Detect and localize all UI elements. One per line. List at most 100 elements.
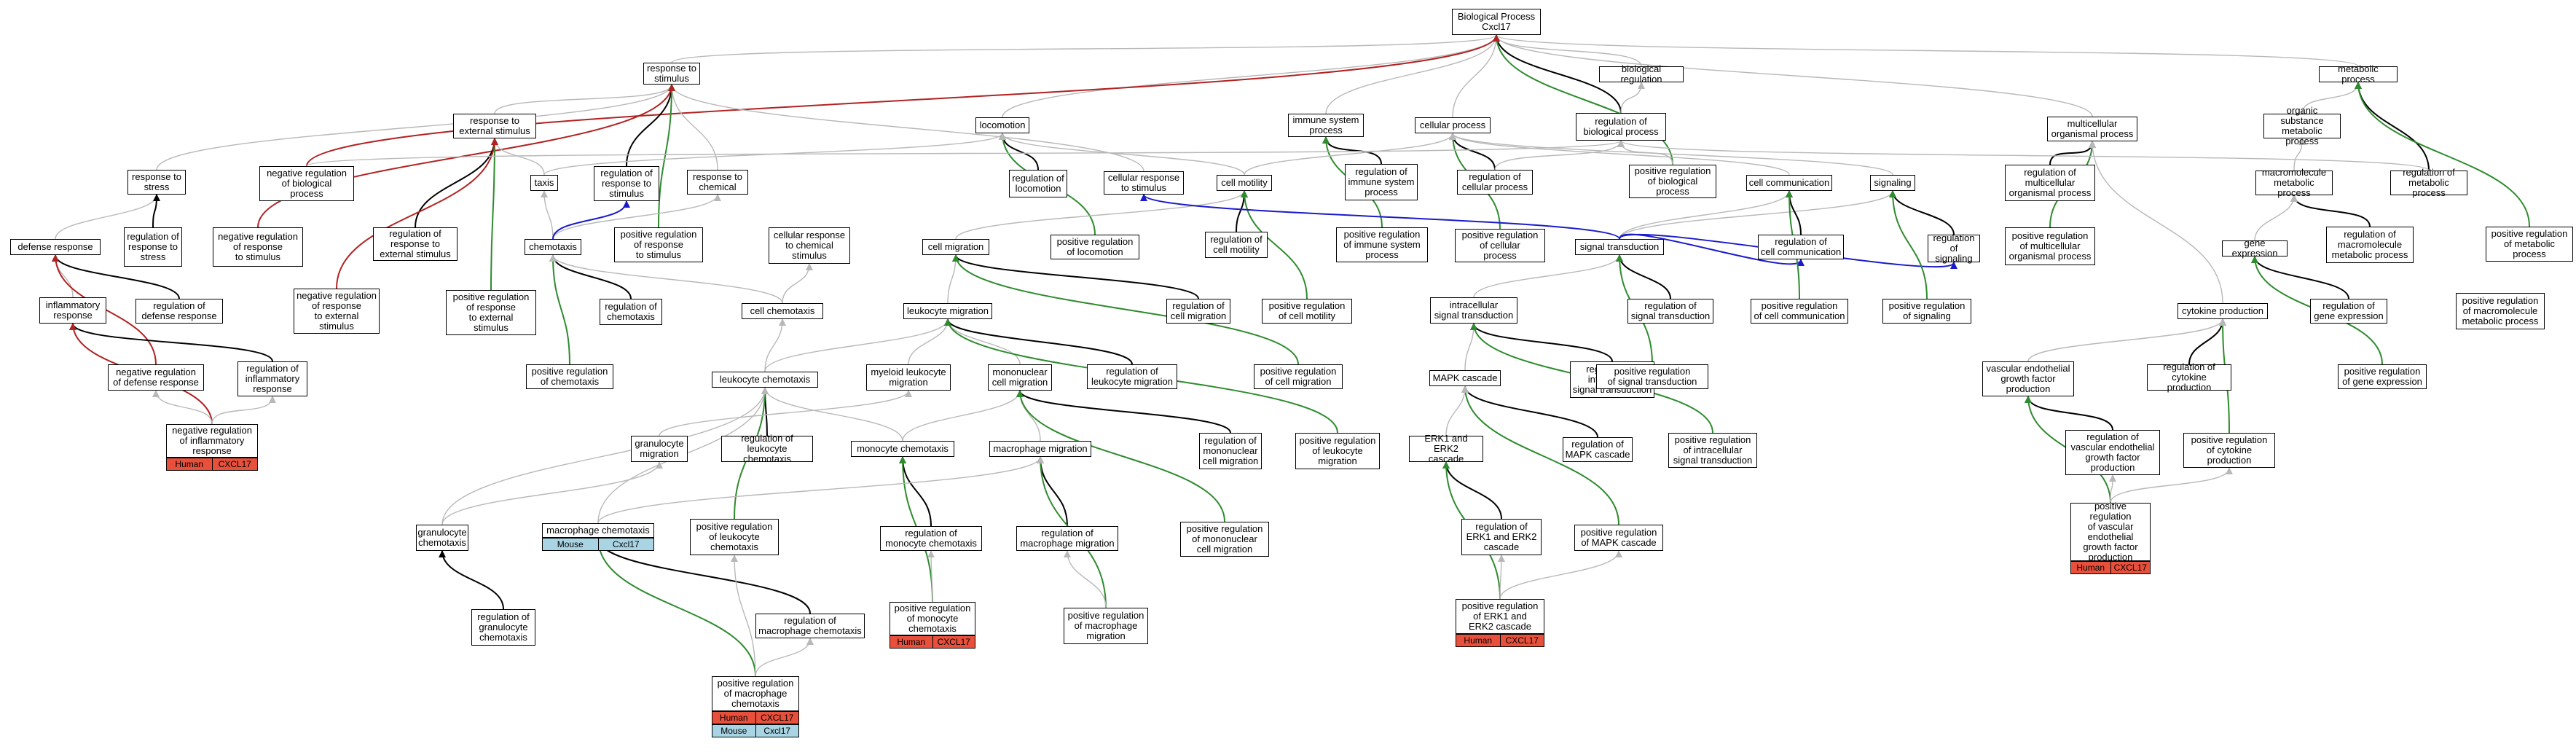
go-term-pos-reg-cell-migration[interactable]: positive regulation of cell migration [1254,364,1343,389]
go-term-reg-inflammatory-response[interactable]: regulation of inflammatory response [237,361,307,396]
go-term-reg-vegf-production[interactable]: regulation of vascular endothelial growt… [2065,430,2160,475]
go-term-reg-leukocyte-migration[interactable]: regulation of leukocyte migration [1087,364,1177,389]
go-term-neg-reg-resp-to-stimulus[interactable]: negative regulation of response to stimu… [213,227,303,267]
go-term-reg-bio-process[interactable]: regulation of biological process [1576,113,1666,141]
go-term-leukocyte-chemotaxis[interactable]: leukocyte chemotaxis [712,372,818,388]
go-term-bp[interactable]: Biological Process Cxcl17 [1452,9,1541,35]
go-term-cytokine-production[interactable]: cytokine production [2178,303,2268,319]
go-term-reg-macrophage-chemotaxis[interactable]: regulation of macrophage chemotaxis [755,614,865,638]
go-term-reg-cell-communication[interactable]: regulation of cell communication [1758,235,1844,259]
go-term-reg-gene-expression[interactable]: regulation of gene expression [2310,299,2387,324]
go-term-defense-response[interactable]: defense response [10,239,101,255]
go-term-reg-resp-to-stress[interactable]: regulation of response to stress [124,227,182,267]
go-term-pos-reg-macrophage-chemotaxis[interactable]: positive regulation of macrophage chemot… [712,676,799,711]
go-term-response-to-chemical[interactable]: response to chemical [687,170,748,195]
go-term-pos-reg-signaling[interactable]: positive regulation of signaling [1882,299,1971,324]
go-term-pos-reg-mononuclear-cell-migration[interactable]: positive regulation of mononuclear cell … [1180,522,1269,557]
go-term-locomotion[interactable]: locomotion [975,117,1029,133]
go-term-pos-reg-cytokine-production[interactable]: positive regulation of cytokine producti… [2183,433,2275,468]
go-term-pos-reg-leukocyte-migration[interactable]: positive regulation of leukocyte migrati… [1295,433,1380,469]
go-term-signaling[interactable]: signaling [1870,175,1915,191]
go-term-pos-reg-vegf-production[interactable]: positive regulation of vascular endothel… [2070,501,2151,563]
go-term-reg-resp-ext-stim[interactable]: regulation of response to external stimu… [373,227,458,261]
go-term-cellular-resp-chemical[interactable]: cellular response to chemical stimulus [769,227,850,264]
go-term-reg-metabolic-process[interactable]: regulation of metabolic process [2390,168,2467,198]
go-term-leukocyte-migration[interactable]: leukocyte migration [903,303,992,319]
go-term-reg-monocyte-chemotaxis[interactable]: regulation of monocyte chemotaxis [880,526,982,551]
go-term-neg-reg-resp-ext-stim[interactable]: negative regulation of response to exter… [294,289,380,334]
go-term-organic-substance-metabolic[interactable]: organic substance metabolic process [2263,106,2341,146]
go-term-response-to-stimulus[interactable]: response to stimulus [643,63,700,85]
go-term-neg-reg-bio-process[interactable]: negative regulation of biological proces… [259,166,354,201]
go-term-pos-reg-gene-expression[interactable]: positive regulation of gene expression [2338,364,2427,389]
go-term-pos-reg-multicellular-org-process[interactable]: positive regulation of multicellular org… [2005,227,2095,265]
go-term-reg-mononuclear-cell-migration[interactable]: regulation of mononuclear cell migration [1199,433,1262,469]
go-term-reg-cell-migration[interactable]: regulation of cell migration [1166,299,1230,324]
go-term-pos-reg-metabolic-process[interactable]: positive regulation of metabolic process [2486,227,2573,262]
go-term-vegf-production[interactable]: vascular endothelial growth factor produ… [1982,361,2074,396]
go-term-reg-locomotion[interactable]: regulation of locomotion [1009,170,1067,197]
go-term-reg-macrophage-migration[interactable]: regulation of macrophage migration [1016,526,1118,551]
go-term-reg-signaling[interactable]: regulation of signaling [1928,233,1980,264]
go-term-reg-leukocyte-chemotaxis[interactable]: regulation of leukocyte chemotaxis [721,434,813,464]
go-term-cellular-resp-to-stimulus[interactable]: cellular response to stimulus [1104,171,1184,195]
go-term-reg-cell-motility[interactable]: regulation of cell motility [1205,232,1268,258]
go-term-inflammatory-response[interactable]: inflammatory response [39,297,106,324]
go-term-chemotaxis[interactable]: chemotaxis [525,239,581,255]
go-term-cell-motility[interactable]: cell motility [1217,175,1272,191]
go-term-pos-reg-locomotion[interactable]: positive regulation of locomotion [1051,235,1139,259]
go-term-reg-signal-transduction[interactable]: regulation of signal transduction [1627,299,1713,324]
go-term-reg-macromolecule-metabolic[interactable]: regulation of macromolecule metabolic pr… [2326,227,2414,263]
go-term-reg-resp-to-stimulus[interactable]: regulation of response to stimulus [594,166,659,201]
go-term-metabolic-process[interactable]: metabolic process [2319,64,2398,85]
go-term-mapk-cascade[interactable]: MAPK cascade [1429,370,1501,386]
go-term-gene-expression[interactable]: gene expression [2222,238,2288,259]
go-term-reg-granulocyte-chemotaxis[interactable]: regulation of granulocyte chemotaxis [471,609,535,646]
go-term-monocyte-chemotaxis[interactable]: monocyte chemotaxis [851,441,954,457]
go-term-multicellular-org-process[interactable]: multicellular organismal process [2047,117,2137,141]
go-term-pos-reg-cellular-process[interactable]: positive regulation of cellular process [1455,229,1545,262]
go-term-cell-migration[interactable]: cell migration [922,239,989,255]
go-term-pos-reg-cell-communication[interactable]: positive regulation of cell communicatio… [1751,299,1848,324]
go-term-response-to-stress[interactable]: response to stress [127,170,186,195]
go-term-pos-reg-macromolecule-metabolic[interactable]: positive regulation of macromolecule met… [2456,293,2545,329]
go-term-reg-defense-response[interactable]: regulation of defense response [136,299,223,324]
go-term-pos-reg-leukocyte-chemotaxis[interactable]: positive regulation of leukocyte chemota… [690,519,779,555]
go-term-pos-reg-immune-system-process[interactable]: positive regulation of immune system pro… [1336,227,1428,262]
go-term-reg-immune-system-process[interactable]: regulation of immune system process [1345,164,1418,200]
go-term-pos-reg-chemotaxis[interactable]: positive regulation of chemotaxis [526,364,613,389]
go-term-reg-multicellular-org-process[interactable]: regulation of multicellular organismal p… [2005,165,2095,201]
go-term-pos-reg-mapk-cascade[interactable]: positive regulation of MAPK cascade [1574,525,1663,551]
go-term-neg-reg-inflammatory-response[interactable]: negative regulation of inflammatory resp… [166,424,258,458]
go-term-pos-reg-macrophage-migration[interactable]: positive regulation of macrophage migrat… [1064,608,1148,644]
go-term-pos-reg-resp-ext-stim[interactable]: positive regulation of response to exter… [446,290,536,335]
go-term-pos-reg-bio-process[interactable]: positive regulation of biological proces… [1629,165,1716,198]
go-term-pos-reg-erk-cascade[interactable]: positive regulation of ERK1 and ERK2 cas… [1456,599,1544,634]
go-term-pos-reg-intracellular-signal-transduction[interactable]: positive regulation of intracellular sig… [1668,433,1757,468]
go-term-granulocyte-migration[interactable]: granulocyte migration [631,436,688,462]
go-term-pos-reg-resp-to-stimulus[interactable]: positive regulation of response to stimu… [614,227,703,262]
go-term-cellular-process[interactable]: cellular process [1415,117,1491,133]
go-term-pos-reg-monocyte-chemotaxis[interactable]: positive regulation of monocyte chemotax… [890,602,975,635]
go-term-signal-transduction[interactable]: signal transduction [1575,239,1664,255]
go-term-immune-system-process[interactable]: immune system process [1288,114,1364,137]
go-term-pos-reg-signal-transduction[interactable]: positive regulation of signal transducti… [1596,364,1708,389]
go-term-neg-reg-defense-response[interactable]: negative regulation of defense response [108,364,204,391]
go-term-macrophage-migration[interactable]: macrophage migration [989,441,1091,457]
go-term-resp-ext-stim[interactable]: response to external stimulus [453,114,536,138]
go-term-mononuclear-cell-migration[interactable]: mononuclear cell migration [988,364,1052,391]
go-term-intracellular-signal-transduction[interactable]: intracellular signal transduction [1430,297,1517,324]
go-term-granulocyte-chemotaxis[interactable]: granulocyte chemotaxis [416,525,468,551]
go-term-taxis[interactable]: taxis [530,175,558,191]
go-term-reg-mapk-cascade[interactable]: regulation of MAPK cascade [1563,437,1633,462]
go-term-macromolecule-metabolic[interactable]: macromolecule metabolic process [2255,168,2333,198]
go-term-biological-regulation[interactable]: biological regulation [1599,64,1684,85]
go-term-erk-cascade[interactable]: ERK1 and ERK2 cascade [1409,434,1483,464]
go-term-reg-chemotaxis[interactable]: regulation of chemotaxis [600,299,662,325]
go-term-reg-cytokine-production[interactable]: regulation of cytokine production [2147,362,2231,393]
go-term-pos-reg-cell-motility[interactable]: positive regulation of cell motility [1262,299,1352,324]
go-term-cell-communication[interactable]: cell communication [1746,175,1832,191]
go-term-reg-erk-cascade[interactable]: regulation of ERK1 and ERK2 cascade [1461,519,1542,555]
go-term-myeloid-leukocyte-migration[interactable]: myeloid leukocyte migration [866,364,951,391]
go-term-reg-cellular-process[interactable]: regulation of cellular process [1457,170,1533,195]
